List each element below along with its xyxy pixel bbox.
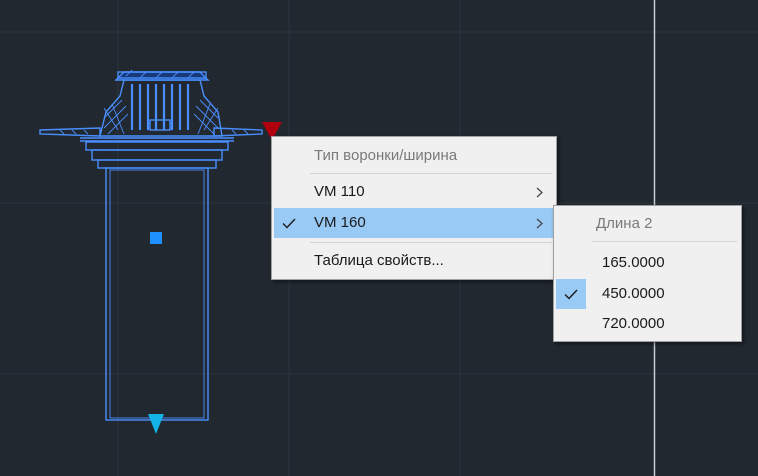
menu-item-label: VM 160 bbox=[314, 214, 366, 231]
chevron-right-icon bbox=[534, 177, 544, 207]
submenu-item-label: 450.0000 bbox=[602, 285, 665, 302]
submenu-length: Длина 2 165.0000 450.0000 720.0000 bbox=[553, 205, 742, 342]
checkmark-icon bbox=[556, 279, 586, 309]
chevron-right-icon bbox=[534, 208, 544, 238]
submenu-header: Длина 2 bbox=[556, 209, 739, 239]
submenu-item-450[interactable]: 450.0000 bbox=[556, 279, 739, 309]
submenu-item-165[interactable]: 165.0000 bbox=[556, 248, 739, 278]
menu-item-vm160[interactable]: VM 160 bbox=[274, 208, 554, 238]
roof-drain-block[interactable] bbox=[39, 69, 263, 421]
grip-square[interactable] bbox=[150, 232, 162, 244]
grip-arrow-bottom[interactable] bbox=[148, 414, 164, 434]
submenu-item-label: 720.0000 bbox=[602, 315, 665, 332]
menu-separator bbox=[310, 173, 552, 174]
menu-item-label: VM 110 bbox=[314, 183, 365, 200]
menu-separator bbox=[310, 242, 552, 243]
submenu-separator bbox=[592, 241, 737, 242]
menu-header-label: Тип воронки/ширина bbox=[314, 147, 458, 164]
context-menu: Тип воронки/ширина VM 110 VM 160 Таблица… bbox=[271, 136, 557, 280]
submenu-header-label: Длина 2 bbox=[596, 215, 653, 232]
submenu-item-720[interactable]: 720.0000 bbox=[556, 309, 739, 339]
menu-item-properties-table[interactable]: Таблица свойств... bbox=[274, 246, 554, 276]
checkmark-icon bbox=[274, 208, 304, 238]
menu-header: Тип воронки/ширина bbox=[274, 141, 554, 171]
grip-arrow-visibility[interactable] bbox=[262, 122, 282, 140]
menu-item-label: Таблица свойств... bbox=[314, 252, 444, 269]
menu-item-vm110[interactable]: VM 110 bbox=[274, 177, 554, 207]
submenu-item-label: 165.0000 bbox=[602, 254, 665, 271]
